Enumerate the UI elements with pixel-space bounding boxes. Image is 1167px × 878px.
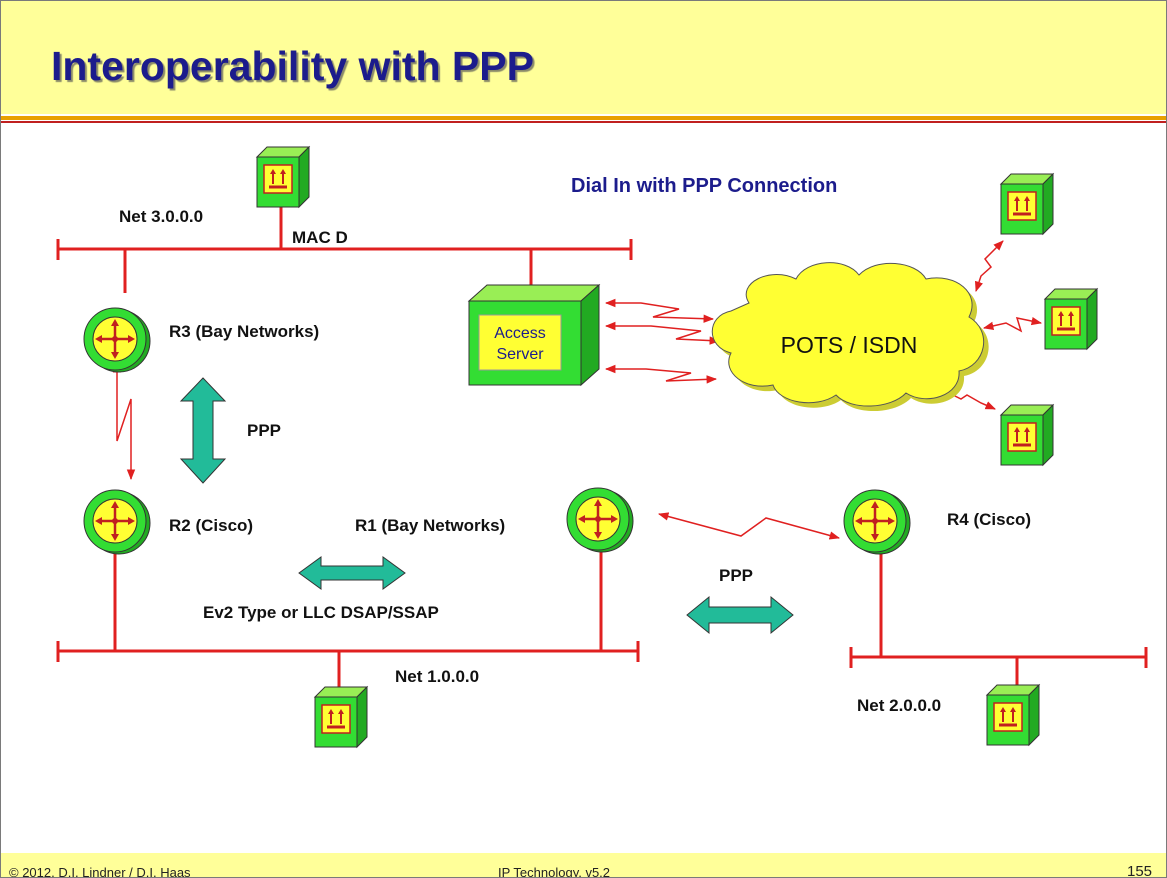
access-server-label-line1: Access: [494, 325, 546, 342]
access-server: Access Server: [467, 283, 601, 387]
header-rule-red: [1, 121, 1166, 123]
ppp-vertical-arrow: [179, 377, 227, 484]
slide-footer: [1, 853, 1166, 877]
ppp-vertical-label: PPP: [247, 421, 281, 440]
dial-links-access-server: [604, 298, 721, 384]
host-net2: [985, 683, 1041, 747]
r2-label: R2 (Cisco): [169, 516, 253, 535]
net3-label: Net 3.0.0.0: [119, 207, 203, 226]
host-dialin-3: [999, 403, 1055, 467]
access-server-label-line2: Server: [496, 346, 544, 363]
host-net1: [313, 685, 369, 749]
net2-bus: [849, 546, 1148, 691]
net3-bus: [56, 206, 633, 293]
network-diagram: POTS / ISDN Access Server Dial In with P…: [56, 145, 1148, 749]
router-r2: [82, 488, 152, 556]
router-r3: [82, 306, 152, 374]
ev2-label: Ev2 Type or LLC DSAP/SSAP: [203, 603, 439, 622]
r3-label: R3 (Bay Networks): [169, 322, 319, 341]
ev2-horizontal-arrow: [298, 556, 406, 590]
serial-link-r3-r2: [112, 361, 136, 481]
ppp-right-label: PPP: [719, 566, 753, 585]
net1-label: Net 1.0.0.0: [395, 667, 479, 686]
r4-label: R4 (Cisco): [947, 510, 1031, 529]
host-dialin-1: [999, 172, 1055, 236]
pots-isdn-cloud: POTS / ISDN: [711, 262, 989, 412]
footer-copyright: © 2012, D.I. Lindner / D.I. Haas: [9, 865, 191, 878]
slide-title: Interoperability with PPP: [51, 43, 534, 89]
dial-in-heading: Dial In with PPP Connection: [571, 175, 837, 197]
mac-d-label: MAC D: [292, 228, 348, 247]
slide-header: [1, 1, 1166, 114]
header-rule-orange: [1, 116, 1166, 120]
serial-link-r1-r4: [657, 512, 841, 540]
router-r1: [565, 486, 635, 554]
host-net3: [255, 145, 311, 209]
footer-course: IP Technology, v5.2: [498, 865, 611, 878]
footer-page-number: 155: [1127, 863, 1153, 878]
net2-label: Net 2.0.0.0: [857, 696, 941, 715]
host-dialin-2: [1043, 287, 1099, 351]
ppp-horizontal-arrow: [686, 595, 794, 635]
cloud-label: POTS / ISDN: [781, 332, 918, 358]
net1-bus: [56, 541, 640, 689]
router-r4: [842, 488, 912, 556]
r1-label: R1 (Bay Networks): [355, 516, 505, 535]
